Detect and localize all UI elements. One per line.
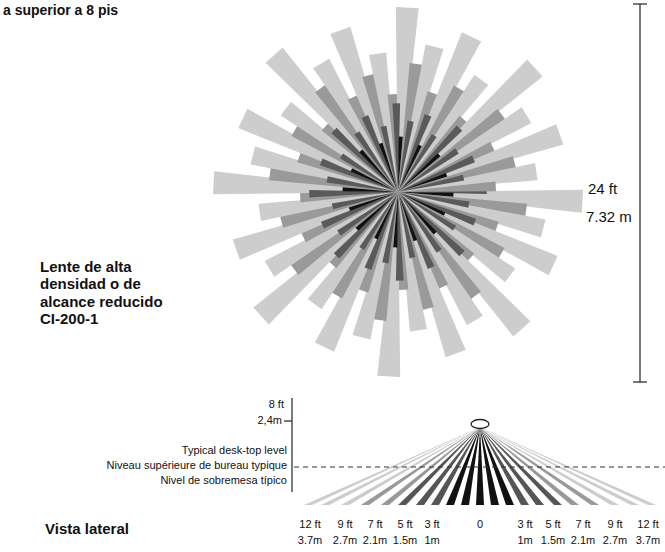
distance-label: 12 ft xyxy=(299,518,320,531)
distance-label: 3 ft xyxy=(424,518,439,531)
detection-beam xyxy=(341,427,480,505)
coverage-zone xyxy=(330,27,398,192)
distance-label: 2.7m xyxy=(333,534,357,547)
distance-label: 5 ft xyxy=(397,518,412,531)
coverage-zone xyxy=(266,47,398,192)
dimension-label: 7.32 m xyxy=(586,208,632,225)
detection-beam xyxy=(480,427,619,505)
distance-label: 0 xyxy=(477,518,483,531)
distance-label: 1.5m xyxy=(393,534,417,547)
lens-label: Lente de alta densidad o de alcance redu… xyxy=(40,258,185,327)
detection-beam xyxy=(476,427,484,505)
detection-beam xyxy=(361,427,480,505)
coverage-zone xyxy=(398,175,464,192)
level-label: Nivel de sobremesa típico xyxy=(160,474,287,487)
coverage-zone xyxy=(233,192,398,260)
detection-beam xyxy=(480,427,529,505)
distance-label: 1.5m xyxy=(541,534,565,547)
detection-beam xyxy=(480,427,562,505)
detection-beam xyxy=(480,427,599,505)
detection-beam xyxy=(321,427,480,505)
detection-beam xyxy=(480,427,544,505)
detection-beam xyxy=(480,427,579,505)
coverage-zone xyxy=(398,116,467,192)
coverage-zone xyxy=(398,192,474,261)
distance-label: 1m xyxy=(517,534,532,547)
distance-label: 2.1m xyxy=(571,534,595,547)
coverage-pattern xyxy=(213,7,583,377)
side-view-beams xyxy=(304,427,656,505)
detection-beam xyxy=(398,427,480,505)
detection-beam xyxy=(431,427,480,505)
coverage-zone xyxy=(322,123,398,192)
height-label: 8 ft xyxy=(269,398,284,411)
detection-beam xyxy=(480,427,514,505)
dimension-line xyxy=(633,4,647,382)
distance-label: 3.7m xyxy=(636,534,660,547)
coverage-zone xyxy=(398,192,466,357)
distance-label: 1m xyxy=(424,534,439,547)
distance-label: 9 ft xyxy=(337,518,352,531)
distance-label: 12 ft xyxy=(637,518,658,531)
detection-beam xyxy=(480,427,656,505)
coverage-zone xyxy=(398,124,563,192)
coverage-zone xyxy=(398,192,530,337)
detection-beam xyxy=(416,427,480,505)
distance-label: 2.1m xyxy=(363,534,387,547)
detection-beam xyxy=(381,427,480,505)
distance-label: 7 ft xyxy=(367,518,382,531)
detection-beam xyxy=(480,427,639,505)
detection-beam xyxy=(446,427,480,505)
desk-level-line xyxy=(294,467,665,468)
view-label: Vista lateral xyxy=(45,520,129,537)
level-label: Typical desk-top level xyxy=(182,444,287,457)
distance-label: 3.7m xyxy=(298,534,322,547)
distance-label: 3 ft xyxy=(517,518,532,531)
coverage-zone xyxy=(329,192,398,268)
coverage-zone xyxy=(253,192,398,324)
coverage-zone xyxy=(398,60,543,192)
distance-label: 9 ft xyxy=(607,518,622,531)
detection-beam xyxy=(304,427,480,505)
distance-label: 7 ft xyxy=(575,518,590,531)
height-label: 2,4m xyxy=(258,414,282,427)
sensor-symbol xyxy=(471,420,489,429)
dimension-label: 24 ft xyxy=(588,180,617,197)
level-label: Niveau supérieure de bureau typique xyxy=(107,459,287,472)
distance-label: 2.7m xyxy=(603,534,627,547)
heading-fragment: a superior a 8 pis xyxy=(3,2,118,18)
coverage-zone xyxy=(398,163,538,192)
distance-label: 5 ft xyxy=(545,518,560,531)
